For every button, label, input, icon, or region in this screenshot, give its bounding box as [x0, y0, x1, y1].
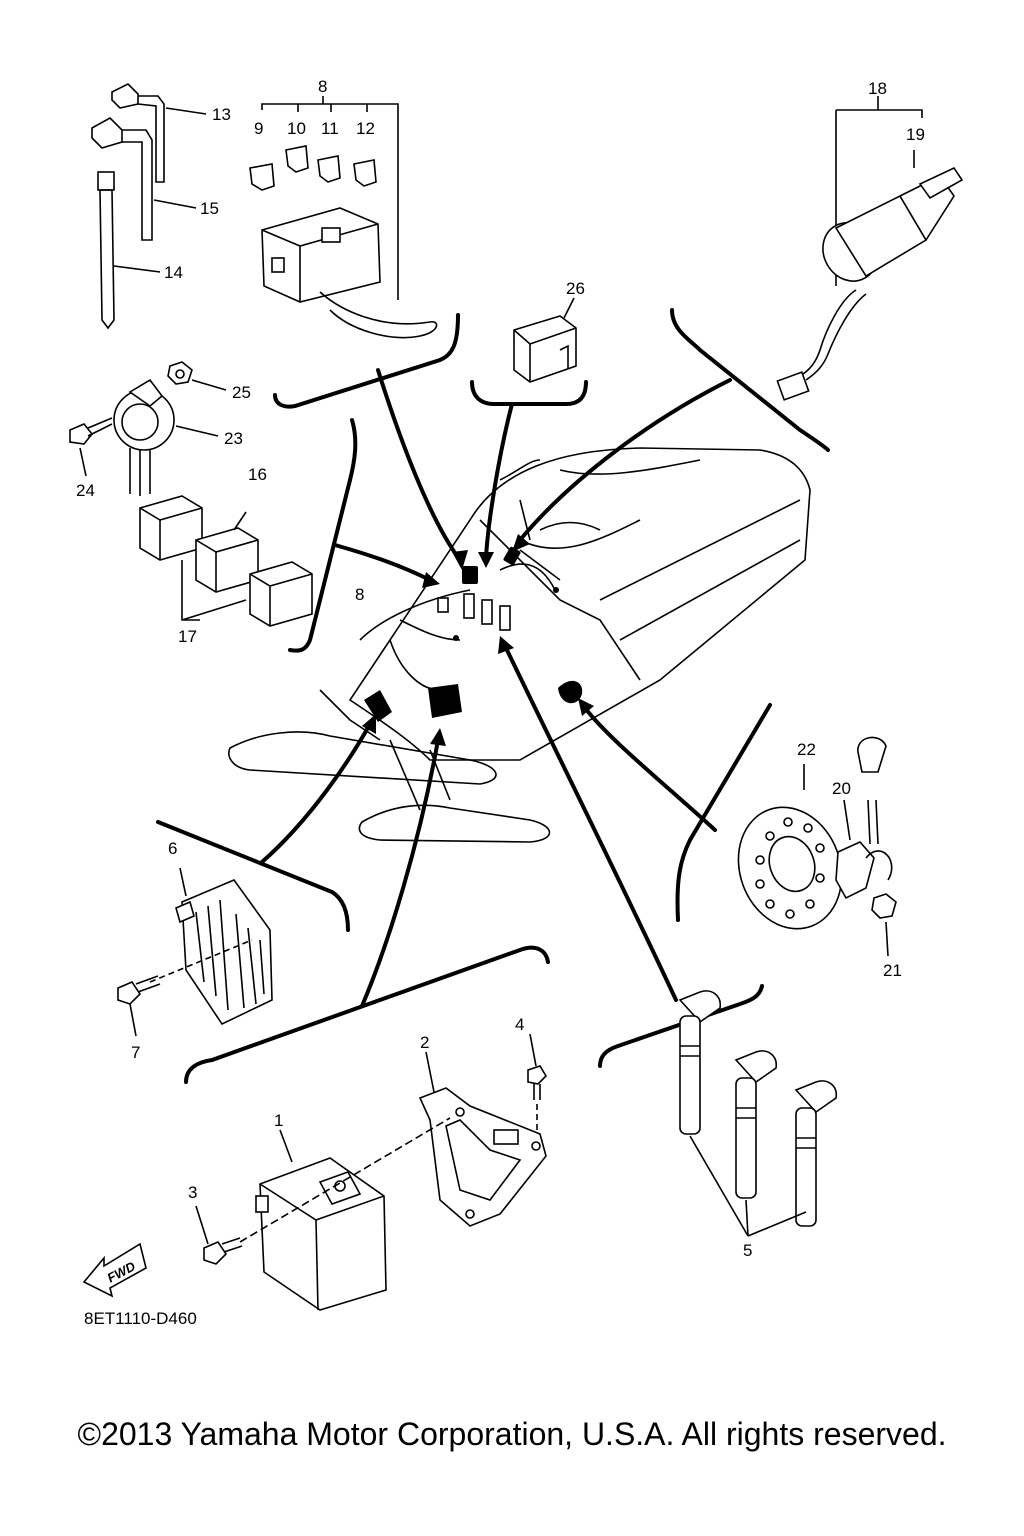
callout-8-center: 8 — [355, 585, 364, 604]
callout-12: 12 — [356, 119, 375, 138]
screw-3 — [203, 1241, 228, 1265]
callout-19: 19 — [906, 125, 925, 144]
fwd-arrow-icon: FWD — [82, 1242, 147, 1298]
horn-23 — [69, 361, 227, 496]
fuse-box-8 — [249, 96, 438, 339]
cdi-unit-1 — [255, 1129, 387, 1311]
rectifier-regulator-6 — [117, 867, 273, 1037]
callout-22: 22 — [797, 740, 816, 759]
cable-tie-14 — [97, 171, 115, 330]
callout-9: 9 — [254, 119, 263, 138]
callout-13: 13 — [212, 105, 231, 124]
callout-3: 3 — [188, 1183, 197, 1202]
callout-21: 21 — [883, 961, 902, 980]
bracket-2 — [418, 1051, 547, 1227]
callout-15: 15 — [200, 199, 219, 218]
copyright-notice: ©2013 Yamaha Motor Corporation, U.S.A. A… — [77, 1416, 947, 1452]
callout-17: 17 — [178, 627, 197, 646]
callout-26: 26 — [566, 279, 585, 298]
pickup-coil-20-22 — [737, 736, 897, 957]
callout-1: 1 — [274, 1111, 283, 1130]
callout-23: 23 — [224, 429, 243, 448]
group-brackets — [156, 308, 830, 1084]
main-switch-18 — [776, 96, 964, 401]
bolt-4 — [527, 1033, 548, 1134]
callout-2: 2 — [420, 1033, 429, 1052]
callout-labels: 1 2 3 4 5 6 7 8 8 9 10 11 12 13 14 15 16… — [76, 77, 925, 1260]
callout-14: 14 — [164, 263, 183, 282]
callout-6: 6 — [168, 839, 177, 858]
callout-10: 10 — [287, 119, 306, 138]
callout-11: 11 — [321, 119, 339, 138]
cable-tie-15 — [91, 117, 153, 241]
callout-4: 4 — [515, 1015, 524, 1034]
callout-18: 18 — [868, 79, 887, 98]
relays-16-17 — [139, 495, 313, 627]
callout-5: 5 — [743, 1241, 752, 1260]
callout-25: 25 — [232, 383, 251, 402]
callout-8-top: 8 — [318, 77, 327, 96]
diagram-code: 8ET1110-D460 — [84, 1309, 197, 1328]
callout-7: 7 — [131, 1043, 140, 1062]
callout-16: 16 — [248, 465, 267, 484]
snowmobile-chassis — [228, 447, 811, 843]
callout-20: 20 — [832, 779, 851, 798]
callout-24: 24 — [76, 481, 95, 500]
leader-arrows — [260, 368, 732, 1008]
spark-plug-caps-5 — [678, 990, 838, 1237]
relay-26 — [513, 315, 577, 383]
cable-tie-13 — [111, 83, 165, 183]
